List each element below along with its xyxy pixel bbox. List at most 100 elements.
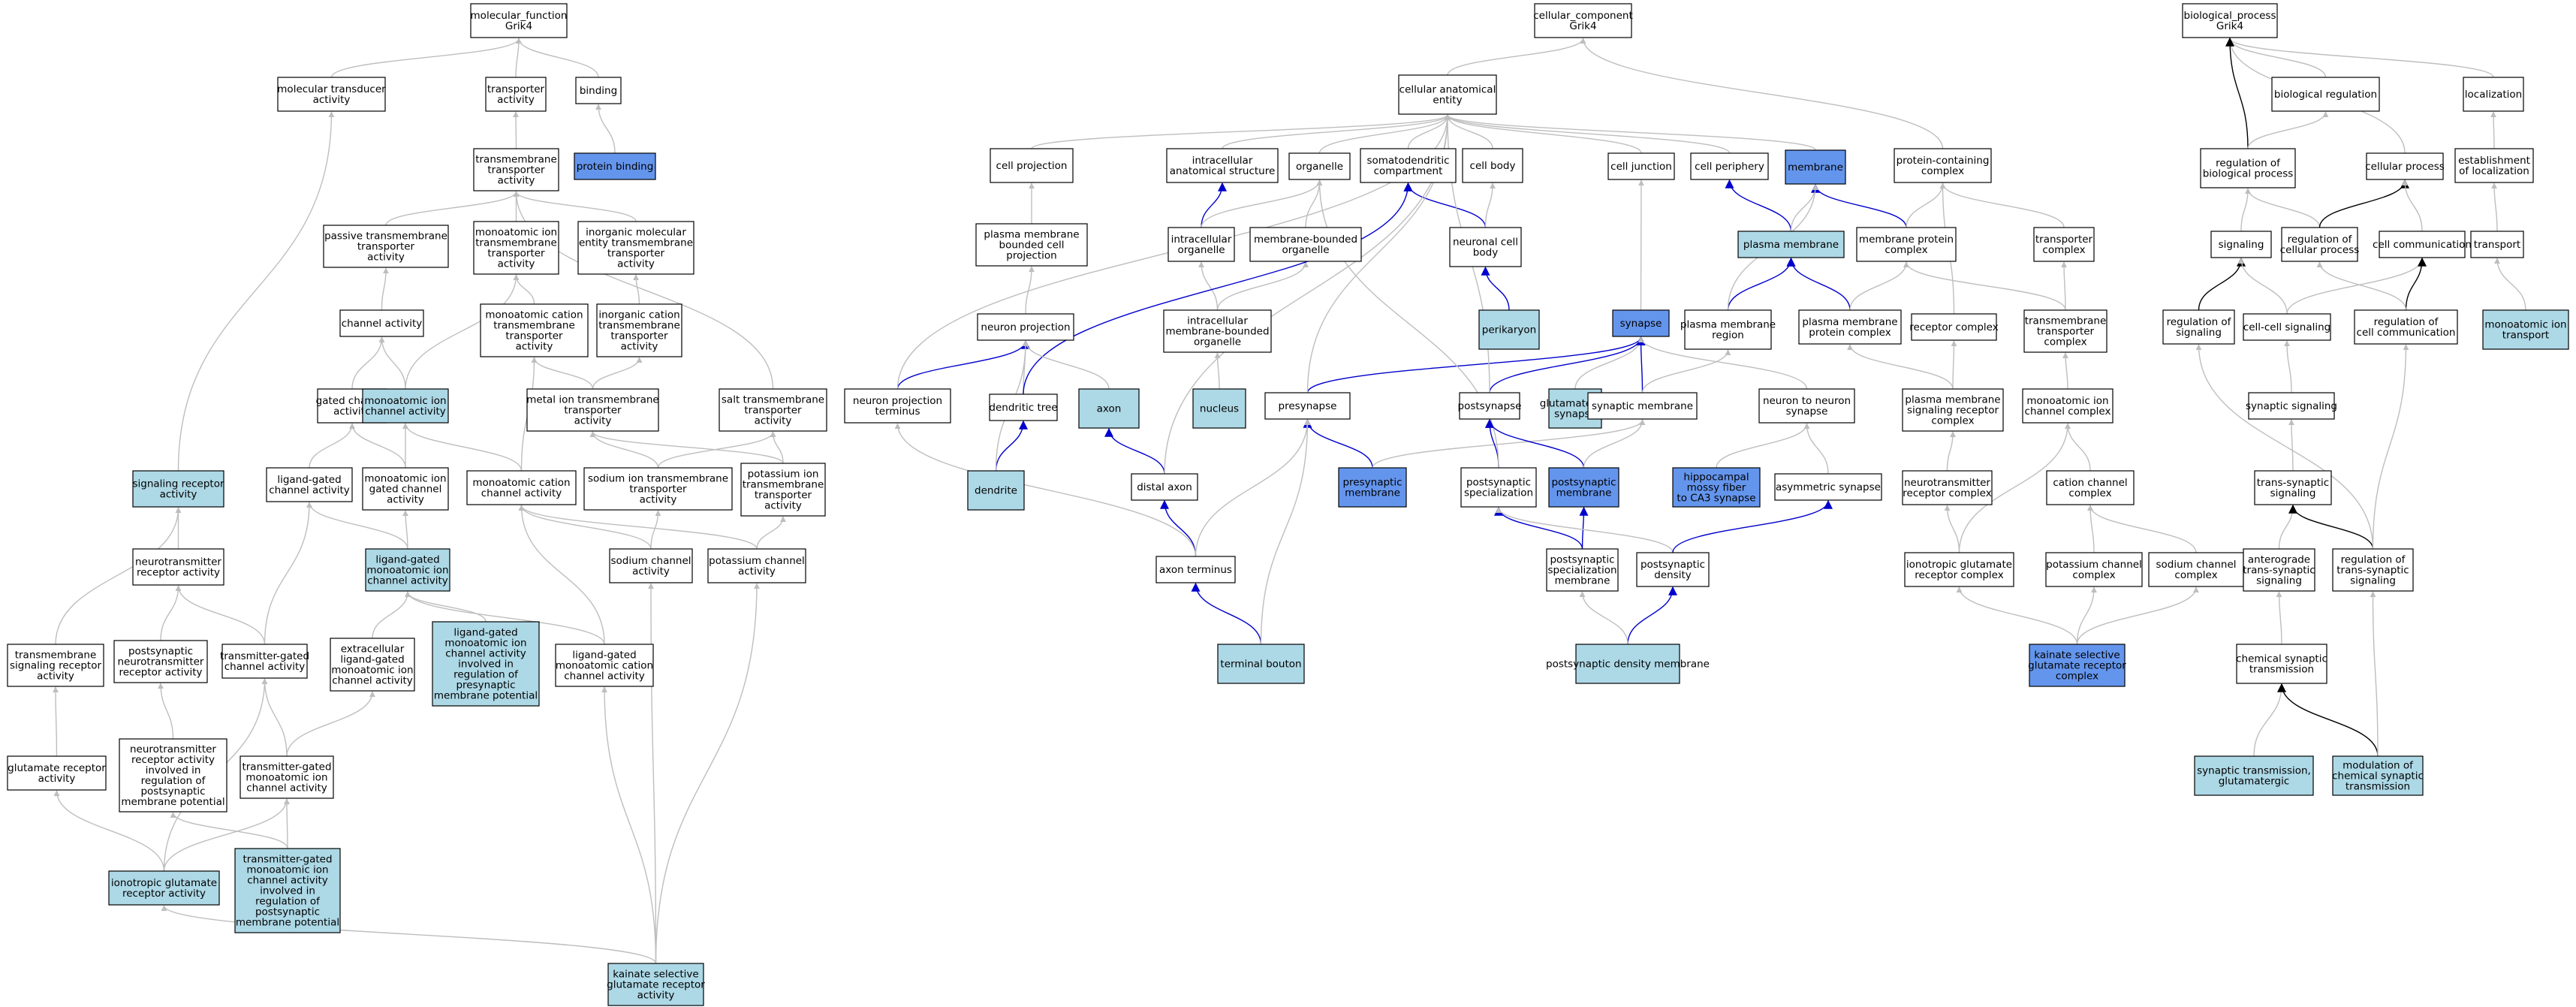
- node-sodium_ion_tm[interactable]: sodium ion transmembranetransporteractiv…: [583, 467, 733, 511]
- node-synaptic_membrane[interactable]: synaptic membrane: [1587, 392, 1698, 420]
- node-receptor_cx[interactable]: receptor complex: [1909, 313, 1999, 341]
- node-organelle[interactable]: organelle: [1288, 152, 1351, 180]
- node-axon_terminus[interactable]: axon terminus: [1155, 556, 1236, 583]
- node-protein_binding[interactable]: protein binding: [574, 152, 656, 180]
- node-psd_membrane2[interactable]: postsynaptic density membrane: [1546, 644, 1710, 684]
- node-biological_regulation[interactable]: biological regulation: [2271, 77, 2380, 112]
- node-cell_cell_signaling[interactable]: cell-cell signaling: [2243, 313, 2331, 341]
- node-membrane[interactable]: membrane: [1785, 149, 1846, 185]
- node-binding[interactable]: binding: [575, 77, 622, 104]
- node-metal_ion_tm[interactable]: metal ion transmembranetransporteractivi…: [526, 388, 659, 432]
- node-plasma_membrane[interactable]: plasma membrane: [1737, 231, 1845, 258]
- node-cell_projection[interactable]: cell projection: [990, 148, 1074, 183]
- node-cell_body[interactable]: cell body: [1462, 148, 1523, 183]
- node-cell_communication[interactable]: cell communication: [2373, 231, 2472, 258]
- node-dendritic_tree[interactable]: dendritic tree: [989, 393, 1058, 421]
- node-syn_trans_glu[interactable]: synaptic transmission,glutamatergic: [2194, 755, 2314, 796]
- node-neuron_projection[interactable]: neuron projection: [977, 313, 1074, 341]
- node-synaptic_signaling[interactable]: synaptic signaling: [2246, 392, 2337, 420]
- node-transport[interactable]: transport: [2470, 231, 2524, 258]
- node-asymmetric_syn[interactable]: asymmetric synapse: [1774, 473, 1882, 501]
- node-cell_periphery[interactable]: cell periphery: [1690, 152, 1769, 180]
- node-terminal_bouton[interactable]: terminal bouton: [1217, 644, 1305, 684]
- node-distal_axon[interactable]: distal axon: [1131, 473, 1198, 501]
- node-potassium_ion_tm[interactable]: potassium iontransmembranetransporteract…: [740, 463, 826, 517]
- node-monoatomic_cation_tm[interactable]: monoatomic cationtransmembranetransporte…: [480, 303, 589, 357]
- node-signaling[interactable]: signaling: [2210, 231, 2272, 258]
- node-nucleus[interactable]: nucleus: [1192, 388, 1246, 429]
- node-perikaryon[interactable]: perikaryon: [1478, 309, 1540, 350]
- node-localization[interactable]: localization: [2463, 77, 2524, 112]
- node-dendrite[interactable]: dendrite: [967, 470, 1025, 511]
- node-synapse[interactable]: synapse: [1612, 309, 1670, 337]
- node-cell_junction[interactable]: cell junction: [1607, 152, 1675, 180]
